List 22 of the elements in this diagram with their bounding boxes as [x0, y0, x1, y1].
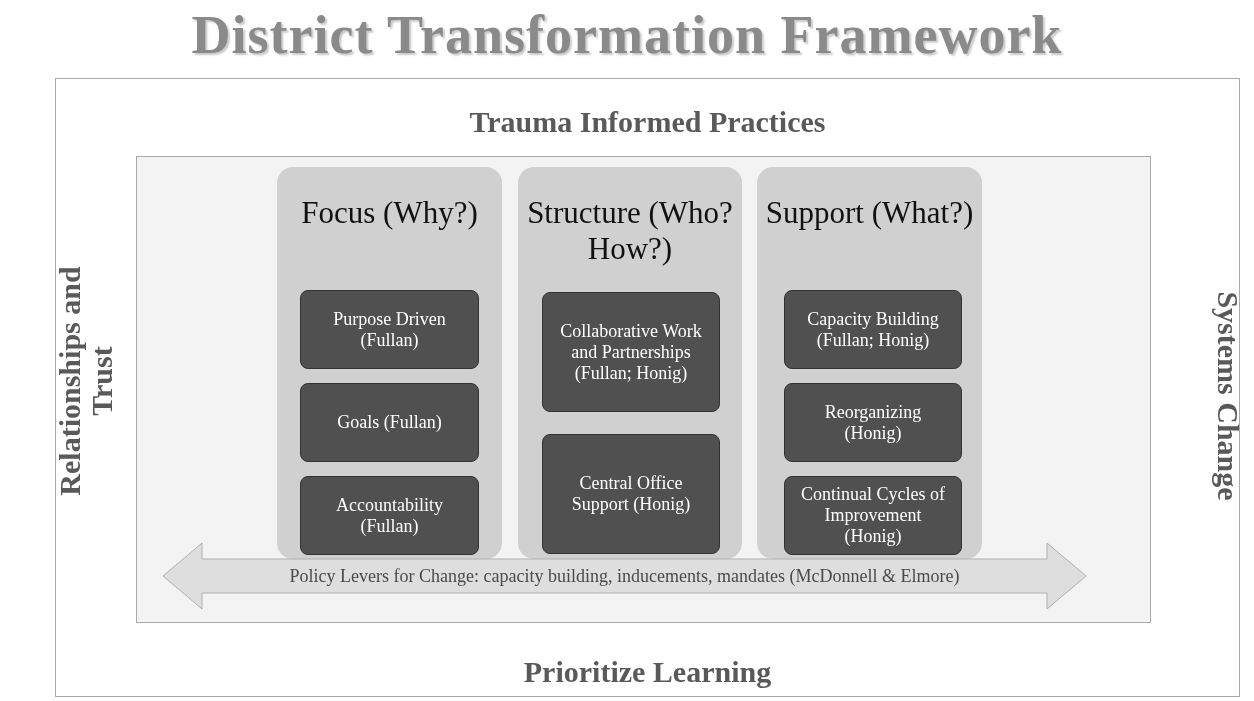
- section-label: Trauma Informed Practices: [468, 105, 827, 139]
- item-box: Goals (Fullan): [300, 383, 479, 462]
- column-heading: Support (What?): [765, 195, 974, 231]
- arrow-label: Policy Levers for Change: capacity building, inducements, mandates (McDonnell & Elmore): [288, 565, 961, 587]
- frame-panel: [55, 78, 1240, 697]
- side-label: Relationships and Trust: [54, 265, 118, 498]
- column-panel: [518, 167, 742, 559]
- inner-panel: [136, 156, 1151, 623]
- item-box: Continual Cycles of Improvement (Honig): [784, 476, 962, 555]
- section-label: Prioritize Learning: [522, 655, 773, 689]
- column-panel: [277, 167, 502, 559]
- column-heading: Focus (Why?): [300, 195, 479, 231]
- item-box: Collaborative Work and Partnerships (Fullan; Honig): [542, 292, 720, 412]
- item-box: Purpose Driven (Fullan): [300, 290, 479, 369]
- column-panel: [757, 167, 982, 559]
- item-box: Central Office Support (Honig): [542, 434, 720, 554]
- column-heading: Structure (Who? How?): [526, 195, 734, 267]
- title: District Transformation Framework: [190, 4, 1064, 66]
- item-box: Reorganizing (Honig): [784, 383, 962, 462]
- item-box: Accountability (Fullan): [300, 476, 479, 555]
- item-box: Capacity Building (Fullan; Honig): [784, 290, 962, 369]
- side-label: Systems Change: [1211, 290, 1245, 503]
